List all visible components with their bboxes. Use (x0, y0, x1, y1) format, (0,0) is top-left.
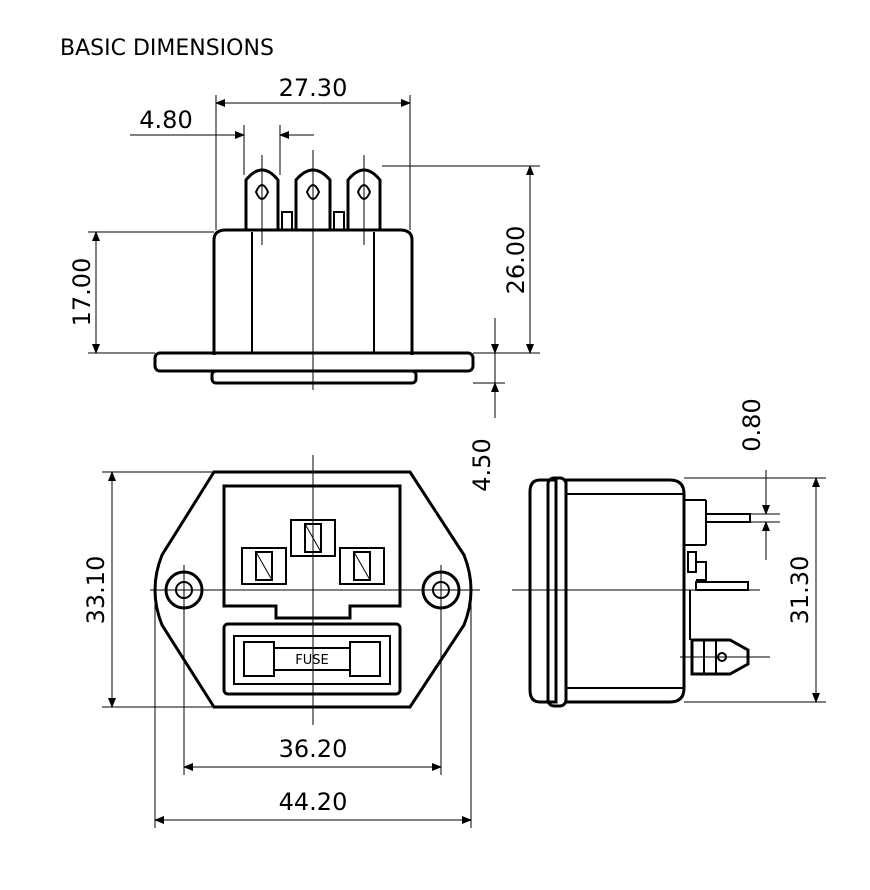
dim-flange-thickness: 4.50 (468, 318, 505, 492)
dim-pin-pitch-label: 4.80 (139, 106, 192, 134)
dim-body-height-label: 17.00 (68, 258, 96, 327)
dim-overall-height-label: 26.00 (502, 226, 530, 295)
dim-flange-thickness-label: 4.50 (468, 438, 496, 491)
side-view (512, 476, 770, 708)
fuse: FUSE (243, 641, 381, 677)
dim-front-height-label: 33.10 (82, 556, 110, 625)
dim-overall-height: 26.00 (382, 165, 540, 354)
fuse-label: FUSE (295, 653, 328, 668)
dim-flange-width: 44.20 (154, 788, 472, 824)
top-view (153, 150, 475, 390)
dim-top-width: 27.30 (215, 74, 411, 230)
dim-top-width-label: 27.30 (279, 74, 348, 102)
dim-pin-thickness: 0.80 (738, 398, 780, 560)
dim-front-height: 33.10 (82, 471, 214, 708)
drawing-title: BASIC DIMENSIONS (60, 36, 274, 61)
front-view: FUSE (150, 455, 480, 828)
dim-hole-pitch: 36.20 (183, 735, 442, 771)
dim-side-height-label: 31.30 (786, 556, 814, 625)
dim-flange-width-label: 44.20 (279, 788, 348, 816)
dim-body-height: 17.00 (68, 231, 214, 354)
dim-hole-pitch-label: 36.20 (279, 735, 348, 763)
dim-side-height: 31.30 (684, 477, 826, 703)
dim-pin-thickness-label: 0.80 (738, 398, 766, 451)
dim-pin-pitch: 4.80 (130, 106, 314, 175)
